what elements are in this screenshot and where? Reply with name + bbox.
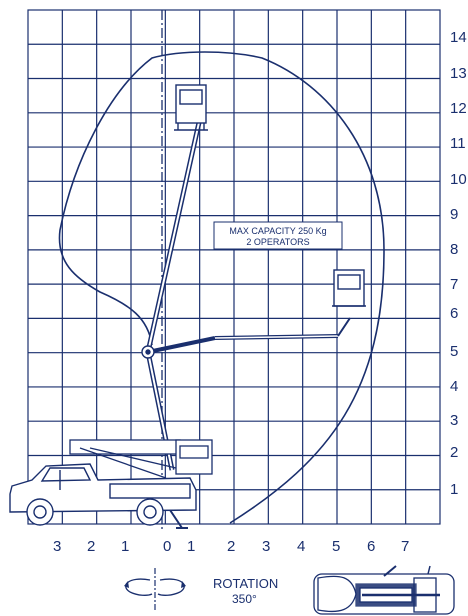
x-tick-label: 2 <box>87 538 95 555</box>
x-axis: 3 2 1 0 1 2 3 4 5 6 7 <box>53 538 409 555</box>
rotation-symbol: ROTATION 350° <box>124 568 278 612</box>
y-tick-label: 2 <box>450 444 458 461</box>
x-tick-label: 3 <box>53 538 61 555</box>
operators-line: 2 OPERATORS <box>246 237 309 247</box>
x-tick-label: 6 <box>367 538 375 555</box>
y-tick-label: 7 <box>450 276 458 293</box>
y-tick-label: 9 <box>450 206 458 223</box>
basket-stowed <box>175 439 213 475</box>
x-tick-label: 0 <box>163 538 171 555</box>
stowed-boom <box>69 439 213 479</box>
truck <box>9 463 197 529</box>
capacity-note: MAX CAPACITY 250 Kg 2 OPERATORS <box>213 221 343 250</box>
y-tick-label: 11 <box>450 135 466 152</box>
rear-wheel <box>136 498 164 526</box>
y-tick-label: 13 <box>450 65 467 82</box>
y-tick-label: 6 <box>450 305 458 322</box>
x-tick-label: 1 <box>121 538 129 555</box>
y-tick-label: 10 <box>450 171 467 188</box>
y-tick-label: 1 <box>450 481 458 498</box>
rotation-arrow-left-icon <box>125 578 153 596</box>
working-envelope <box>58 51 385 524</box>
boom-max-height <box>145 84 208 353</box>
truck-top-view <box>313 565 455 615</box>
front-wheel <box>26 498 54 526</box>
truck-top-outline <box>313 573 455 615</box>
x-tick-label: 3 <box>262 538 270 555</box>
x-tick-label: 7 <box>401 538 409 555</box>
y-axis: 14 13 12 11 10 9 8 7 6 5 4 3 2 1 <box>450 29 467 498</box>
boom-max-outreach <box>147 269 366 354</box>
x-tick-label: 2 <box>227 538 235 555</box>
capacity-line: MAX CAPACITY 250 Kg <box>229 226 326 236</box>
y-tick-label: 12 <box>450 100 467 117</box>
rotation-arrow-right-icon <box>157 578 185 596</box>
rotation-value: 350° <box>232 592 257 606</box>
y-tick-label: 5 <box>450 343 458 360</box>
y-tick-label: 8 <box>450 241 458 258</box>
x-tick-label: 5 <box>332 538 340 555</box>
x-tick-label: 1 <box>187 538 195 555</box>
rotation-title: ROTATION <box>213 576 278 591</box>
y-tick-label: 3 <box>450 412 458 429</box>
y-tick-label: 14 <box>450 29 467 46</box>
y-tick-label: 4 <box>450 378 458 395</box>
capacity-note-box <box>213 221 343 250</box>
x-tick-label: 4 <box>297 538 305 555</box>
